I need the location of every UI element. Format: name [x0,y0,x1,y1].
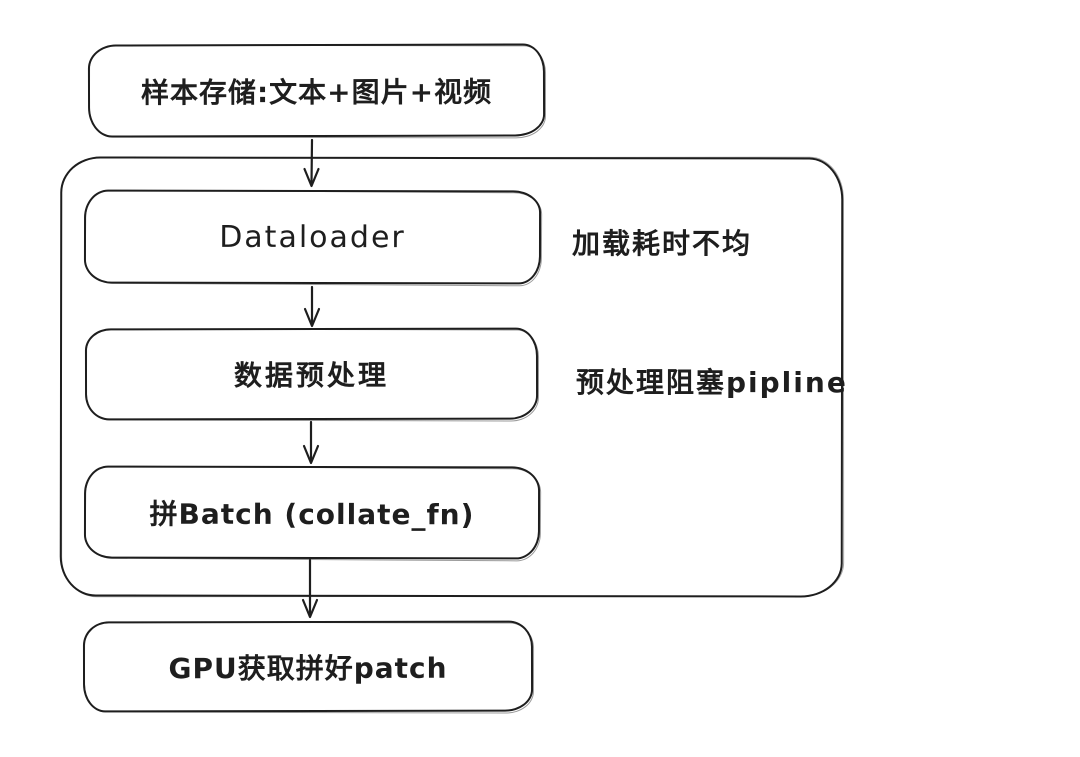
node-dataloader: Dataloader [83,189,542,285]
node-gpu-fetch-label: GPU获取拼好patch [168,651,448,685]
arrow-head [301,598,319,619]
node-sample-storage: 样本存储:文本+图片+视频 [87,43,546,138]
annotation-loading-uneven: 加载耗时不均 [572,227,753,260]
node-collate-batch-label: 拼Batch (collate_fn) [149,497,475,531]
node-collate-batch: 拼Batch (collate_fn) [83,465,541,560]
node-dataloader-label: Dataloader [219,219,406,255]
node-sample-storage-label: 样本存储:文本+图片+视频 [140,75,493,109]
node-data-preprocess-label: 数据预处理 [233,358,390,393]
node-gpu-fetch: GPU获取拼好patch [82,620,534,713]
annotation-preprocess-blocks-pipeline: 预处理阻塞pipline [576,366,848,399]
node-data-preprocess: 数据预处理 [84,327,539,421]
